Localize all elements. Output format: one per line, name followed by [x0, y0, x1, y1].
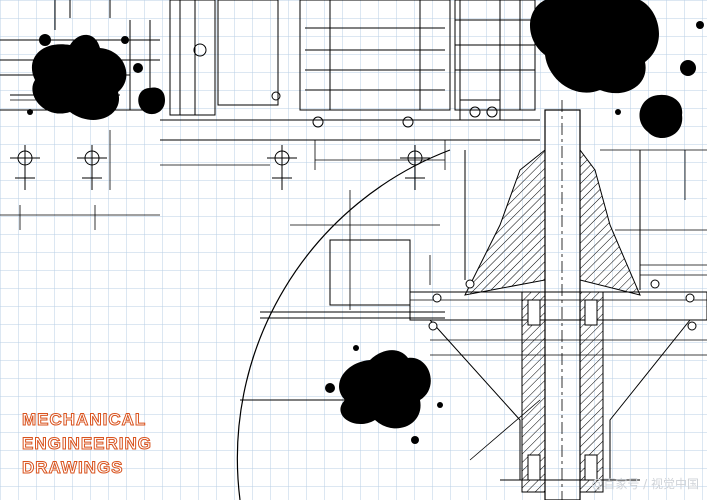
watermark-text: @百家号 / 视觉中国	[591, 477, 699, 491]
large-arc	[236, 149, 451, 500]
bolt-symbols	[10, 91, 430, 190]
hub-section	[409, 148, 707, 480]
top-mechanism	[160, 0, 540, 141]
right-construction-lines	[600, 149, 707, 276]
poster-title-line-2: ENGINEERING	[21, 434, 153, 453]
poster-title-line-3: DRAWINGS	[22, 458, 124, 477]
central-shaft	[428, 100, 697, 500]
poster-title-line-1: MECHANICAL	[21, 410, 147, 429]
dimension-lines	[0, 99, 446, 310]
ink-splats	[27, 0, 704, 444]
